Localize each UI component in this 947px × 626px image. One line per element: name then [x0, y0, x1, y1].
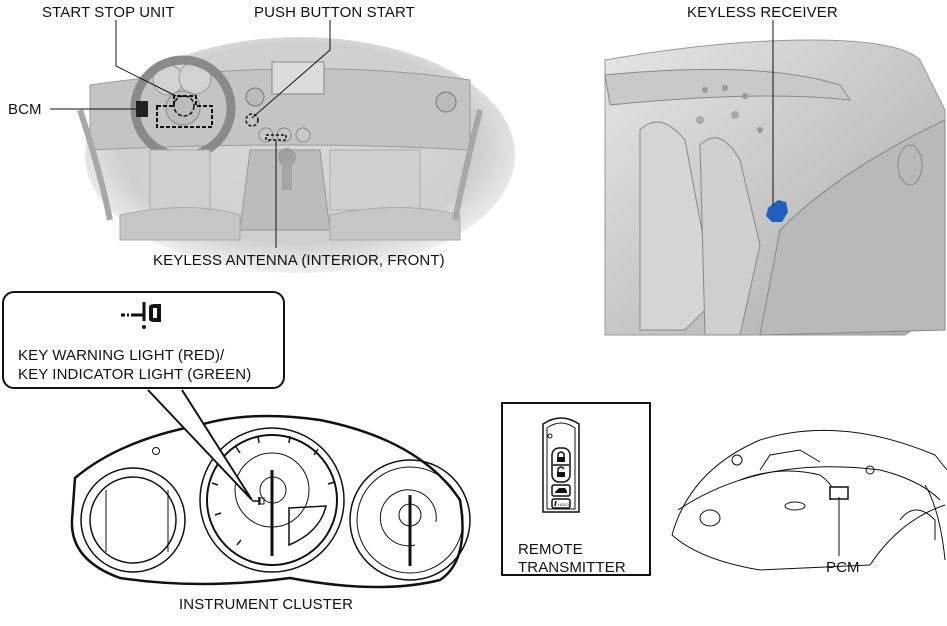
- hold-text: HOLD: [558, 502, 569, 507]
- instrument-cluster-label: INSTRUMENT CLUSTER: [179, 596, 354, 613]
- callout-line-1: KEY WARNING LIGHT (RED)/: [18, 347, 225, 364]
- callout-line-2: KEY INDICATOR LIGHT (GREEN): [18, 366, 252, 383]
- push-button-start-outline: [245, 113, 259, 127]
- bcm-component: [136, 101, 148, 117]
- keyless-receiver-label: KEYLESS RECEIVER: [687, 4, 838, 21]
- bcm-label: BCM: [8, 101, 42, 118]
- start-stop-unit-label: START STOP UNIT: [42, 4, 175, 21]
- key-warning-callout: KEY WARNING LIGHT (RED)/ KEY INDICATOR L…: [2, 291, 285, 389]
- trunk-icon: [555, 488, 567, 493]
- car-interior-drawing: [77, 37, 515, 273]
- instrument-cluster-drawing: [70, 414, 471, 589]
- transmitter-label-1: REMOTE: [518, 541, 583, 558]
- key-fob-drawing: HOLD: [542, 417, 580, 513]
- keyless-antenna-label: KEYLESS ANTENNA (INTERIOR, FRONT): [153, 252, 445, 269]
- remote-transmitter-panel: HOLD REMOTE TRANSMITTER: [501, 402, 651, 576]
- interior-leader-lines: [50, 20, 331, 248]
- engine-bay-drawing: [671, 429, 947, 571]
- rear-cabin-drawing: [604, 39, 946, 336]
- key-warning-icon: [121, 302, 161, 329]
- panic-hold-icon: [554, 500, 557, 507]
- callout-pointer: [147, 389, 253, 501]
- keyless-receiver-component: [766, 200, 788, 222]
- key-indicator-on-cluster: [252, 497, 265, 505]
- unlock-icon: [557, 466, 565, 477]
- push-button-start-label: PUSH BUTTON START: [254, 4, 415, 21]
- start-stop-unit-outline: [156, 95, 213, 128]
- lock-icon: [557, 451, 565, 462]
- pcm-label: PCM: [826, 559, 860, 576]
- transmitter-label-2: TRANSMITTER: [518, 559, 626, 576]
